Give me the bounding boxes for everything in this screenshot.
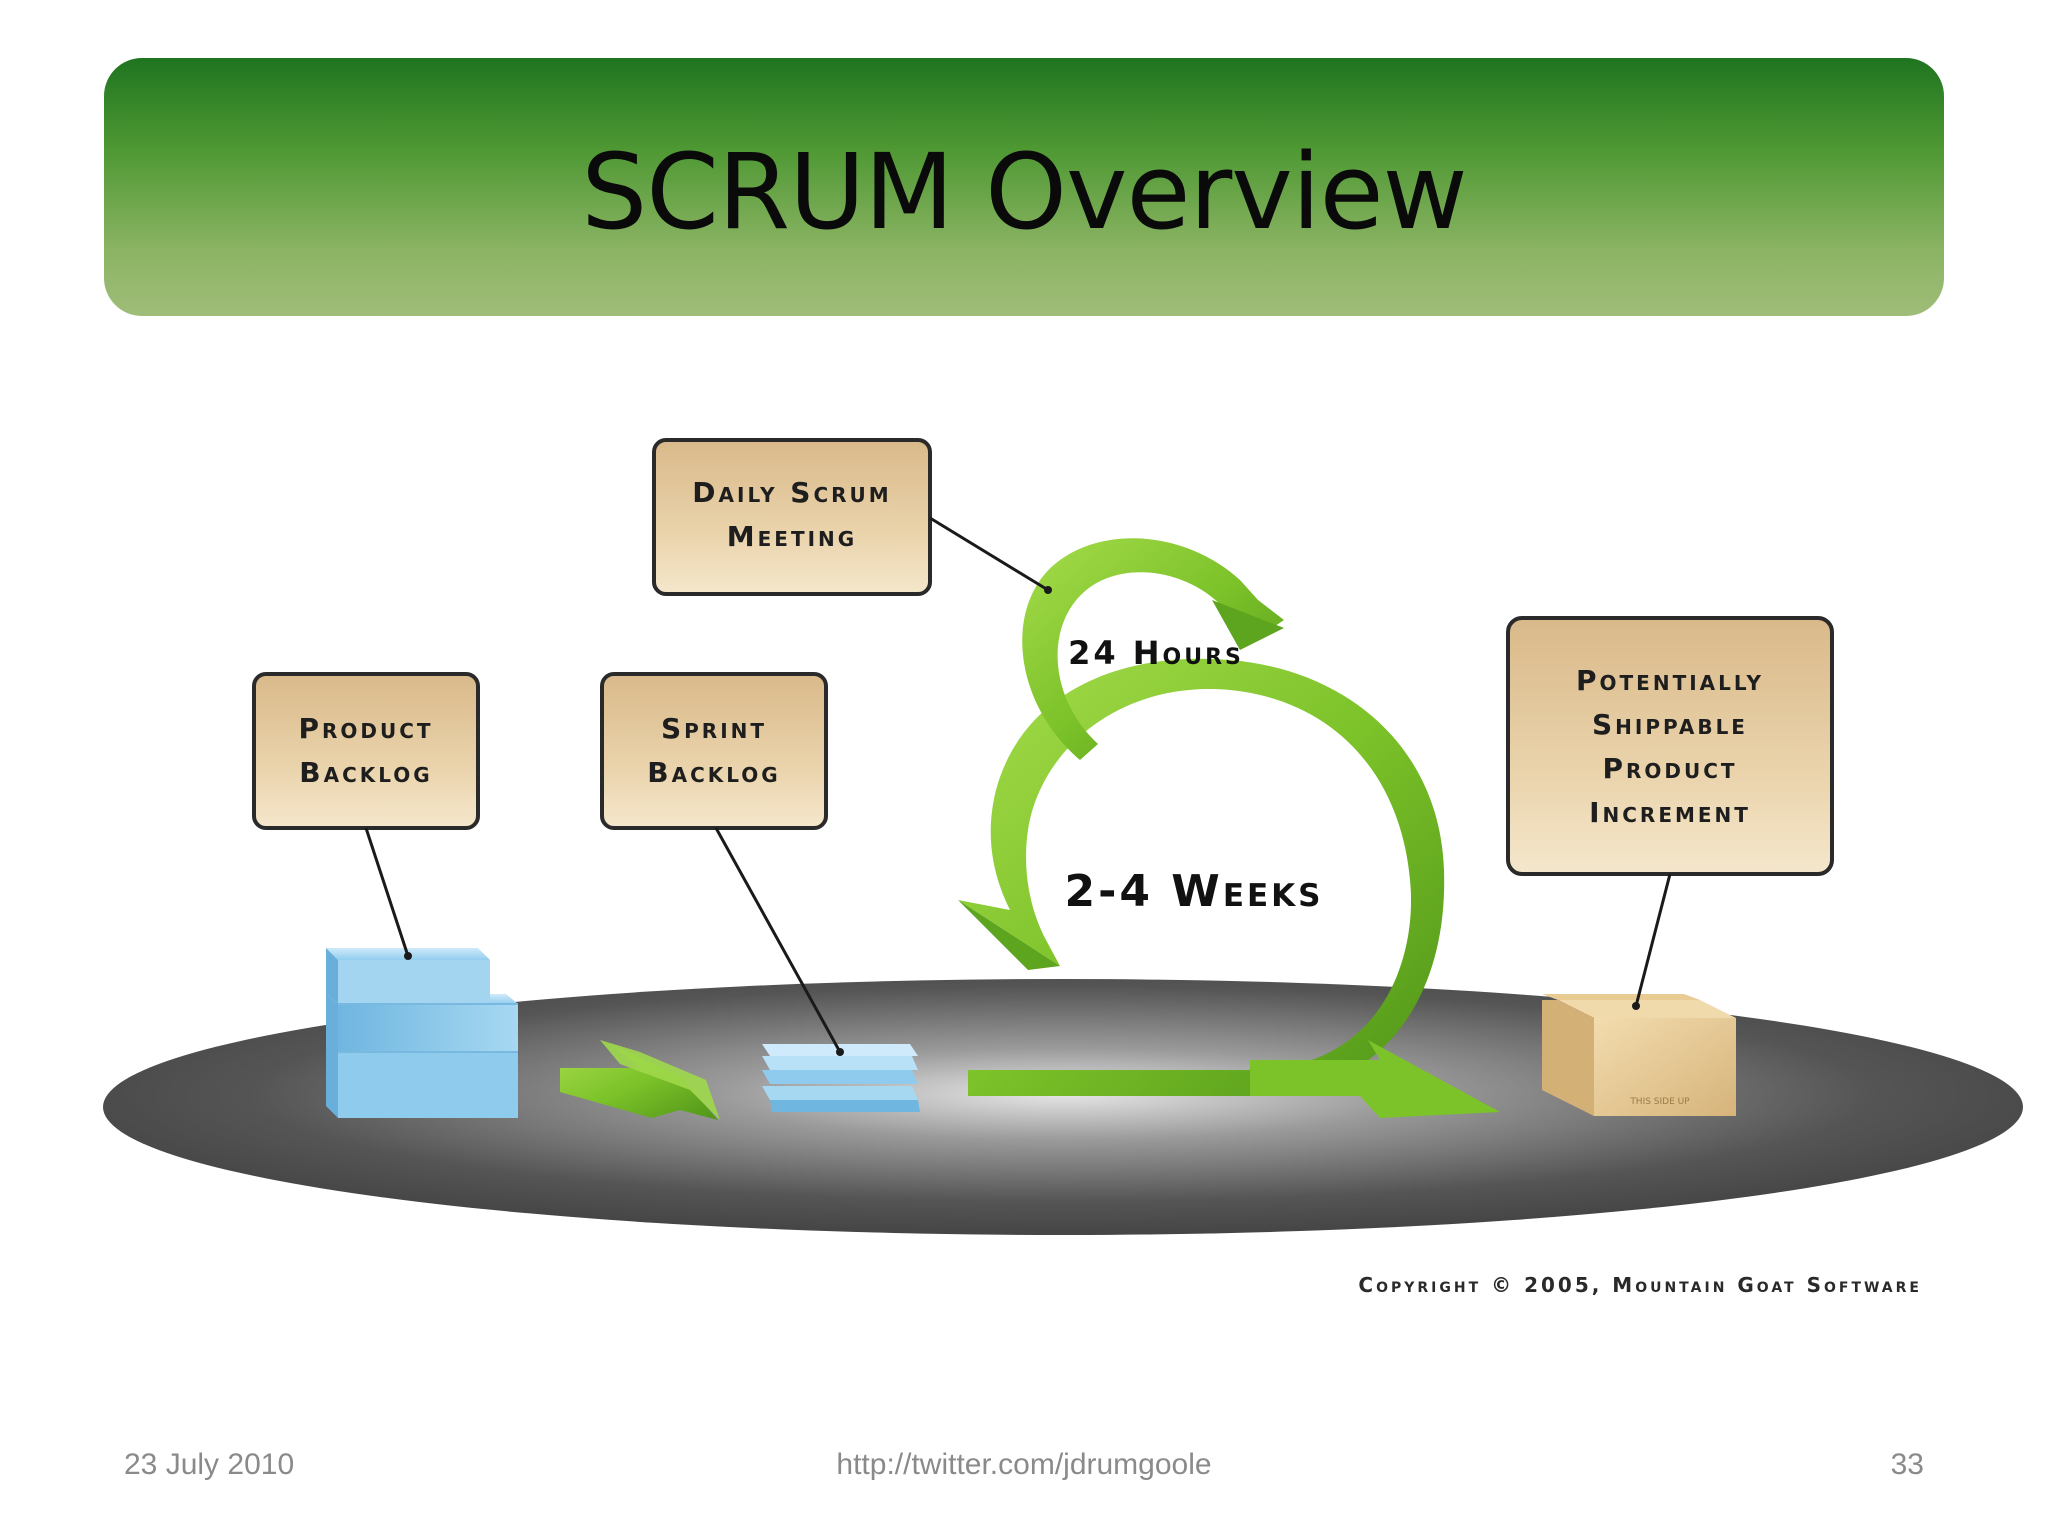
footer-page-number: 33 bbox=[1890, 1448, 1924, 1481]
label-product-backlog-line1: Product bbox=[298, 712, 433, 745]
connector-product-backlog bbox=[364, 827, 410, 957]
label-increment-line2: Shippable bbox=[1592, 708, 1748, 741]
flow-arrow-small bbox=[560, 1046, 718, 1120]
cycle-label-sprint: 2-4 Weeks bbox=[1064, 866, 1323, 917]
label-product-backlog-line2: Backlog bbox=[299, 756, 432, 789]
footer-date: 23 July 2010 bbox=[124, 1448, 295, 1481]
label-increment-line4: Increment bbox=[1589, 796, 1751, 829]
label-sprint-backlog: Sprint Backlog bbox=[600, 672, 828, 830]
label-daily-scrum-line1: Daily Scrum bbox=[692, 476, 891, 509]
box-stamp: THIS SIDE UP bbox=[1629, 1097, 1690, 1107]
slide-title: SCRUM Overview bbox=[581, 131, 1467, 253]
connector-increment bbox=[1634, 873, 1672, 1007]
footer-url: http://twitter.com/jdrumgoole bbox=[836, 1448, 1212, 1481]
label-product-backlog: Product Backlog bbox=[252, 672, 480, 830]
label-increment-line3: Product bbox=[1602, 752, 1737, 785]
title-banner: SCRUM Overview bbox=[104, 58, 1944, 316]
label-daily-scrum: Daily Scrum Meeting bbox=[652, 438, 932, 596]
cycle-label-daily: 24 Hours bbox=[1068, 634, 1244, 672]
connector-sprint-backlog bbox=[714, 827, 842, 1053]
label-increment: Potentially Shippable Product Increment bbox=[1506, 616, 1834, 876]
copyright-text: Copyright © 2005, Mountain Goat Software bbox=[1358, 1273, 1922, 1297]
daily-cycle-arrow bbox=[1022, 538, 1284, 760]
label-sprint-backlog-line1: Sprint bbox=[661, 712, 767, 745]
label-increment-line1: Potentially bbox=[1576, 664, 1764, 697]
label-sprint-backlog-line2: Backlog bbox=[647, 756, 780, 789]
label-daily-scrum-line2: Meeting bbox=[727, 520, 857, 553]
product-backlog-stack bbox=[326, 948, 518, 1118]
connector-daily-scrum bbox=[929, 516, 1049, 592]
shipping-box: THIS SIDE UP bbox=[1542, 994, 1736, 1116]
sprint-cycle-arrow bbox=[958, 658, 1500, 1118]
